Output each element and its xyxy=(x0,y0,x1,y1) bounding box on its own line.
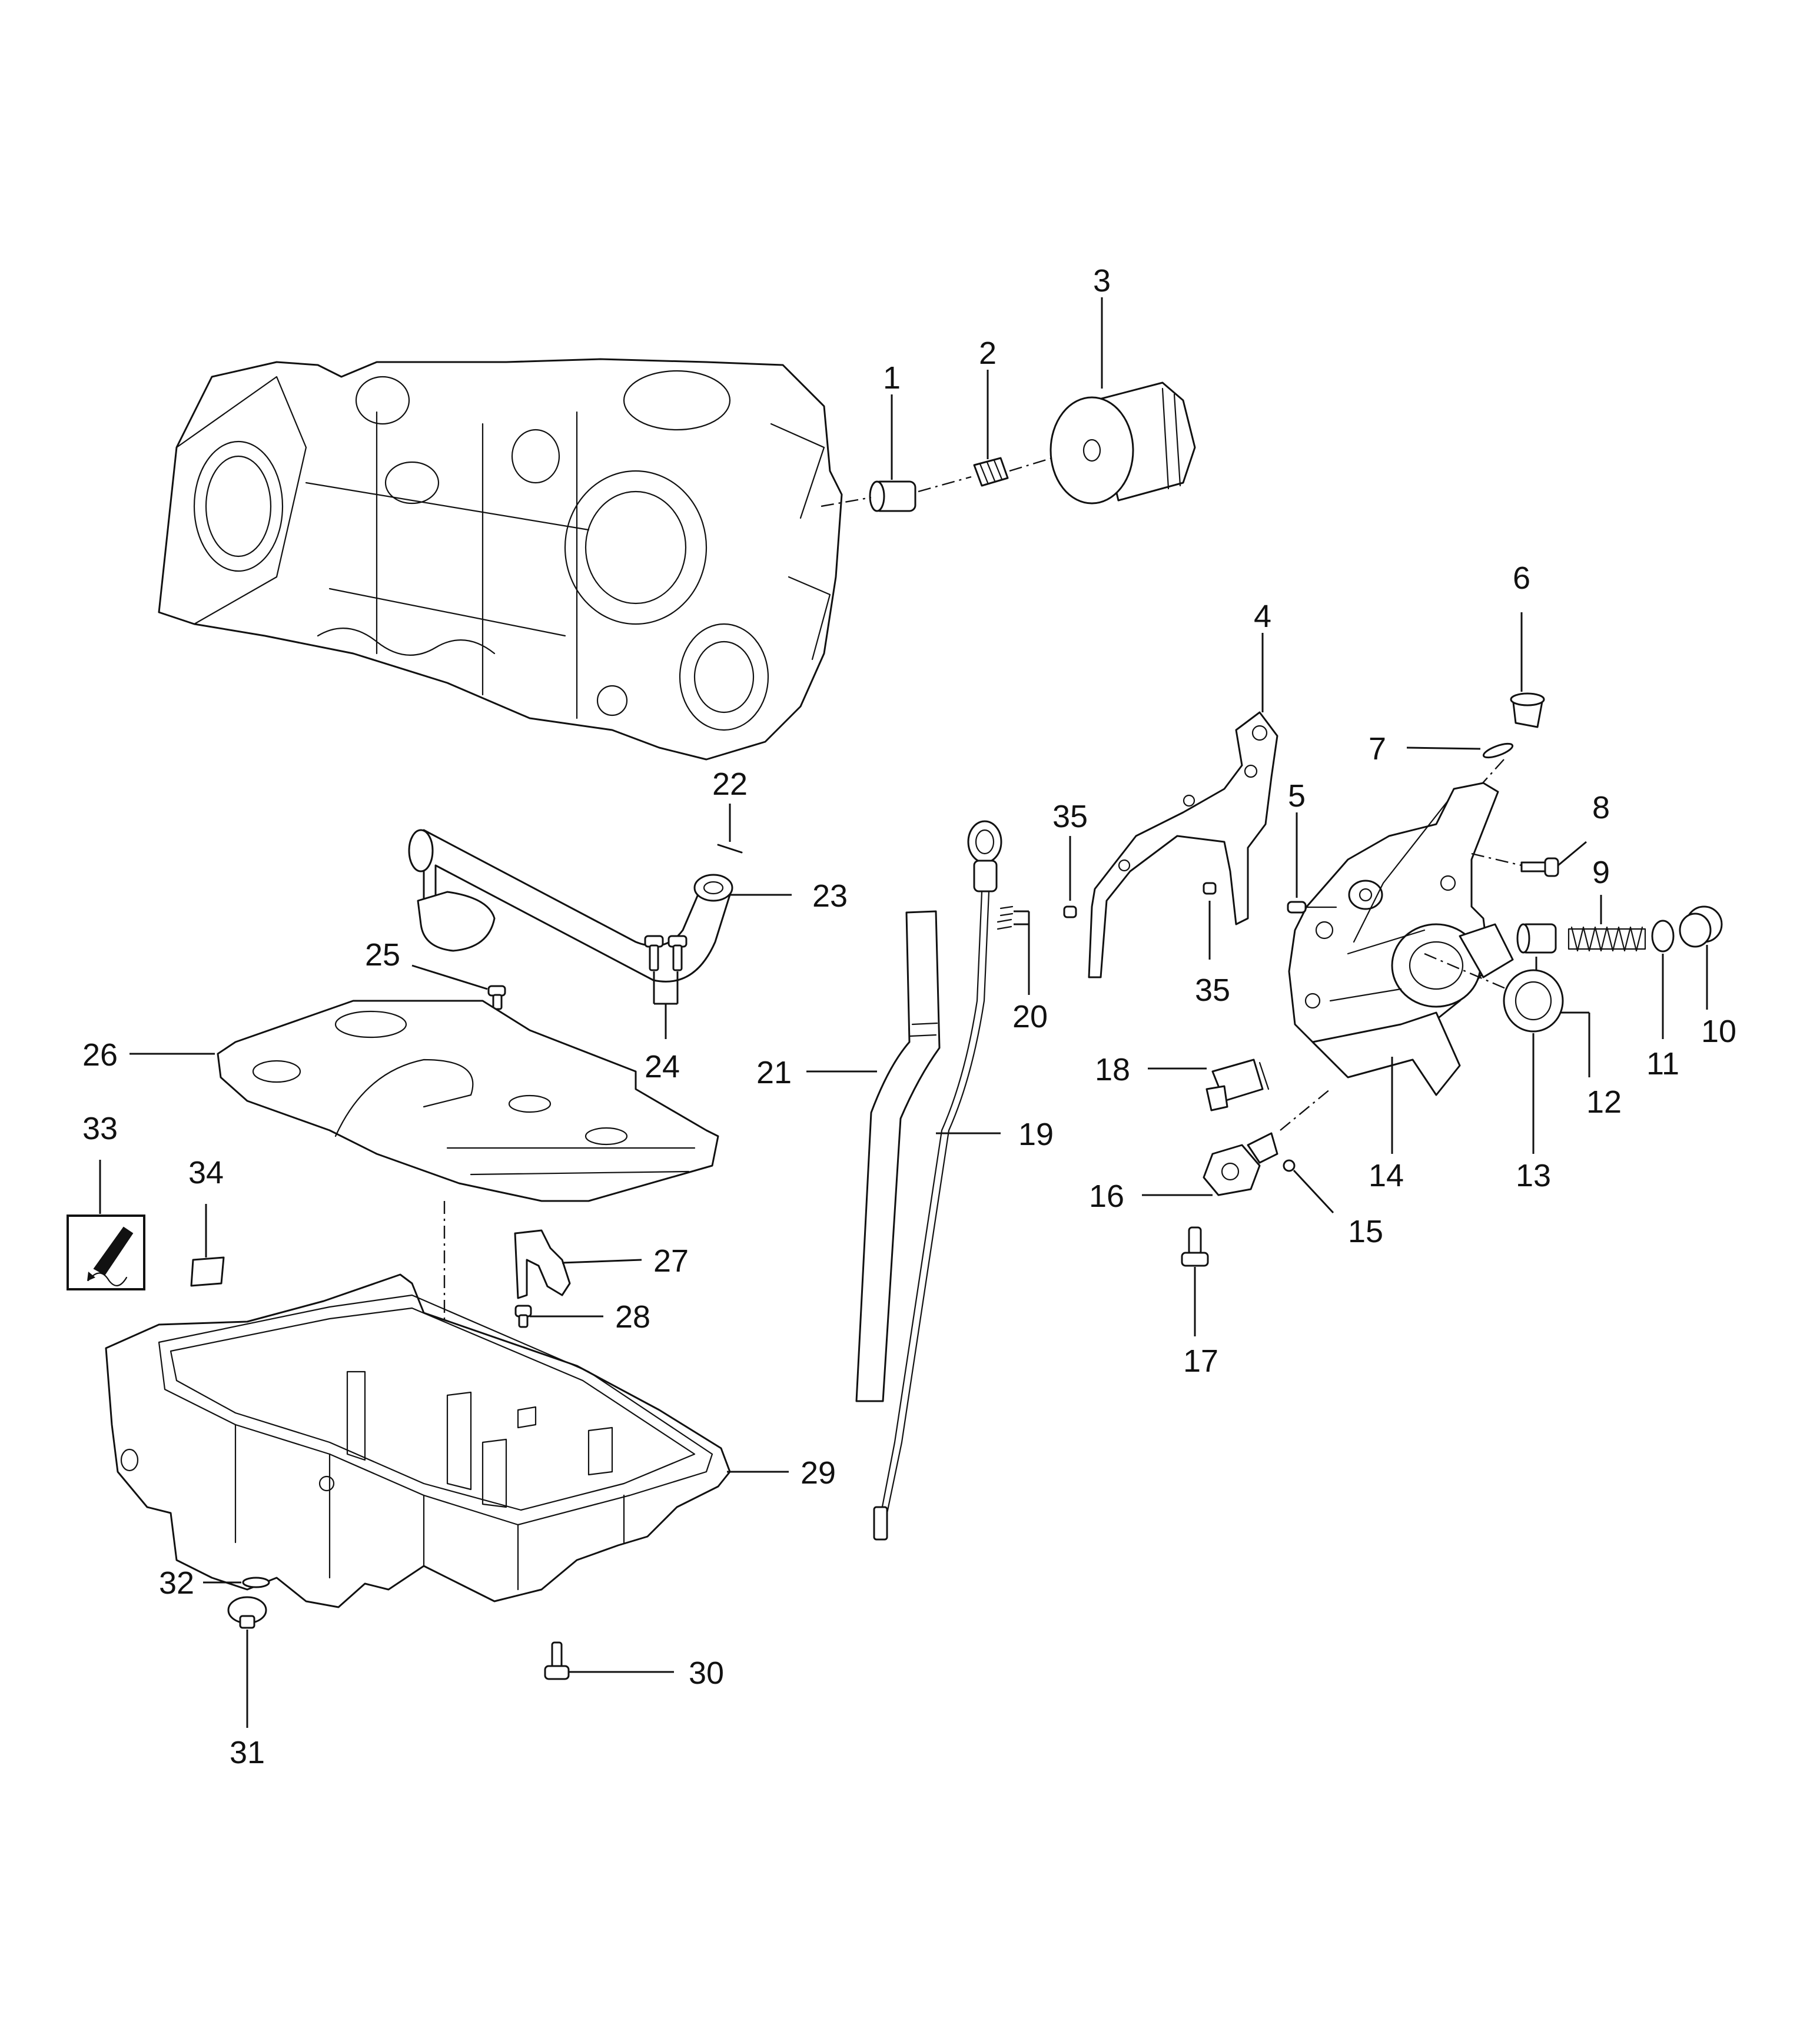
callout-29: 29 xyxy=(801,1455,836,1491)
engine-block xyxy=(158,358,843,761)
callout-31: 31 xyxy=(230,1735,265,1770)
callout-21: 21 xyxy=(756,1055,792,1090)
axis-line xyxy=(1424,953,1507,990)
callout-1: 1 xyxy=(883,360,901,396)
part-1-sleeve xyxy=(869,480,916,512)
leader-25 xyxy=(411,964,488,990)
part-13-seal xyxy=(1503,969,1564,1033)
part-23-pickup-tube xyxy=(408,829,733,983)
callout-9: 9 xyxy=(1592,855,1610,890)
leader-27 xyxy=(562,1259,642,1264)
part-24-bolts xyxy=(644,935,688,971)
axis-line xyxy=(821,496,872,507)
part-19-dipstick xyxy=(873,820,1002,1541)
callout-6: 6 xyxy=(1513,560,1530,596)
part-20-clip xyxy=(997,905,1014,930)
part-27-bracket xyxy=(514,1229,571,1299)
callout-2: 2 xyxy=(979,336,997,371)
callout-labels: 1 2 3 4 5 6 7 8 9 10 11 12 13 14 15 16 1… xyxy=(82,263,1736,1770)
part-30-bolt xyxy=(544,1641,570,1680)
callout-14: 14 xyxy=(1369,1158,1404,1193)
callout-16: 16 xyxy=(1089,1179,1124,1214)
part-25-bolt xyxy=(487,985,506,1010)
callout-18: 18 xyxy=(1095,1052,1130,1087)
part-26-baffle xyxy=(217,1000,719,1202)
callout-3: 3 xyxy=(1093,263,1111,298)
callout-32: 32 xyxy=(159,1565,194,1601)
part-35-dowel-pin xyxy=(1063,905,1077,918)
leader-15 xyxy=(1293,1169,1334,1214)
axis-line xyxy=(918,476,972,493)
callout-25: 25 xyxy=(365,937,400,973)
part-12-plunger xyxy=(1516,923,1557,954)
part-29-oil-pan xyxy=(105,1273,731,1608)
part-16-sensor xyxy=(1203,1132,1278,1196)
callout-12: 12 xyxy=(1586,1084,1622,1120)
callout-22: 22 xyxy=(712,766,748,802)
part-11-washer xyxy=(1651,920,1675,953)
axis-line xyxy=(1280,1089,1331,1131)
callout-17: 17 xyxy=(1183,1343,1218,1379)
part-35-dowel-pin xyxy=(1203,882,1217,895)
callout-19: 19 xyxy=(1018,1117,1054,1152)
part-32-washer xyxy=(242,1577,270,1588)
callout-28: 28 xyxy=(615,1299,650,1335)
part-4-gasket xyxy=(1088,711,1278,978)
part-2-fitting xyxy=(973,457,1009,487)
sealant-tube-icon xyxy=(67,1215,145,1290)
part-22-o-ring xyxy=(717,844,743,854)
label-sticker-icon xyxy=(190,1256,225,1287)
callout-24: 24 xyxy=(645,1049,680,1084)
part-14-oil-pump xyxy=(1288,782,1514,1096)
callout-30: 30 xyxy=(689,1655,724,1691)
callout-33: 33 xyxy=(82,1111,118,1146)
callout-27: 27 xyxy=(653,1243,689,1279)
callout-35b: 35 xyxy=(1195,973,1230,1008)
part-6-cap xyxy=(1510,692,1545,728)
part-17-bolt xyxy=(1181,1226,1209,1267)
part-21-dipstick-tube xyxy=(855,910,941,1402)
callout-15: 15 xyxy=(1348,1214,1383,1249)
axis-line xyxy=(1471,852,1522,867)
part-9-spring xyxy=(1567,926,1646,952)
callout-34: 34 xyxy=(188,1155,224,1190)
part-31-drain-plug xyxy=(227,1596,267,1629)
callout-23: 23 xyxy=(812,878,848,914)
callout-11: 11 xyxy=(1646,1046,1679,1081)
callout-5: 5 xyxy=(1288,778,1306,814)
part-7-o-ring xyxy=(1482,742,1514,759)
leader-8 xyxy=(1557,841,1587,867)
part-18-pressure-switch xyxy=(1205,1058,1270,1111)
part-3-oil-filter xyxy=(1050,381,1196,505)
callout-10: 10 xyxy=(1701,1014,1736,1049)
callout-8: 8 xyxy=(1592,790,1610,825)
callout-20: 20 xyxy=(1012,999,1048,1034)
callout-13: 13 xyxy=(1516,1158,1551,1193)
part-28-bolt xyxy=(514,1305,532,1328)
part-15-nut xyxy=(1283,1159,1296,1172)
part-8-bolt xyxy=(1520,857,1559,877)
part-10-plug xyxy=(1679,905,1723,948)
callout-4: 4 xyxy=(1254,599,1271,634)
part-5-bolt xyxy=(1287,901,1337,914)
callout-35a: 35 xyxy=(1052,799,1088,834)
leader-7 xyxy=(1406,746,1481,750)
callout-7: 7 xyxy=(1369,731,1386,766)
callout-26: 26 xyxy=(82,1037,118,1073)
